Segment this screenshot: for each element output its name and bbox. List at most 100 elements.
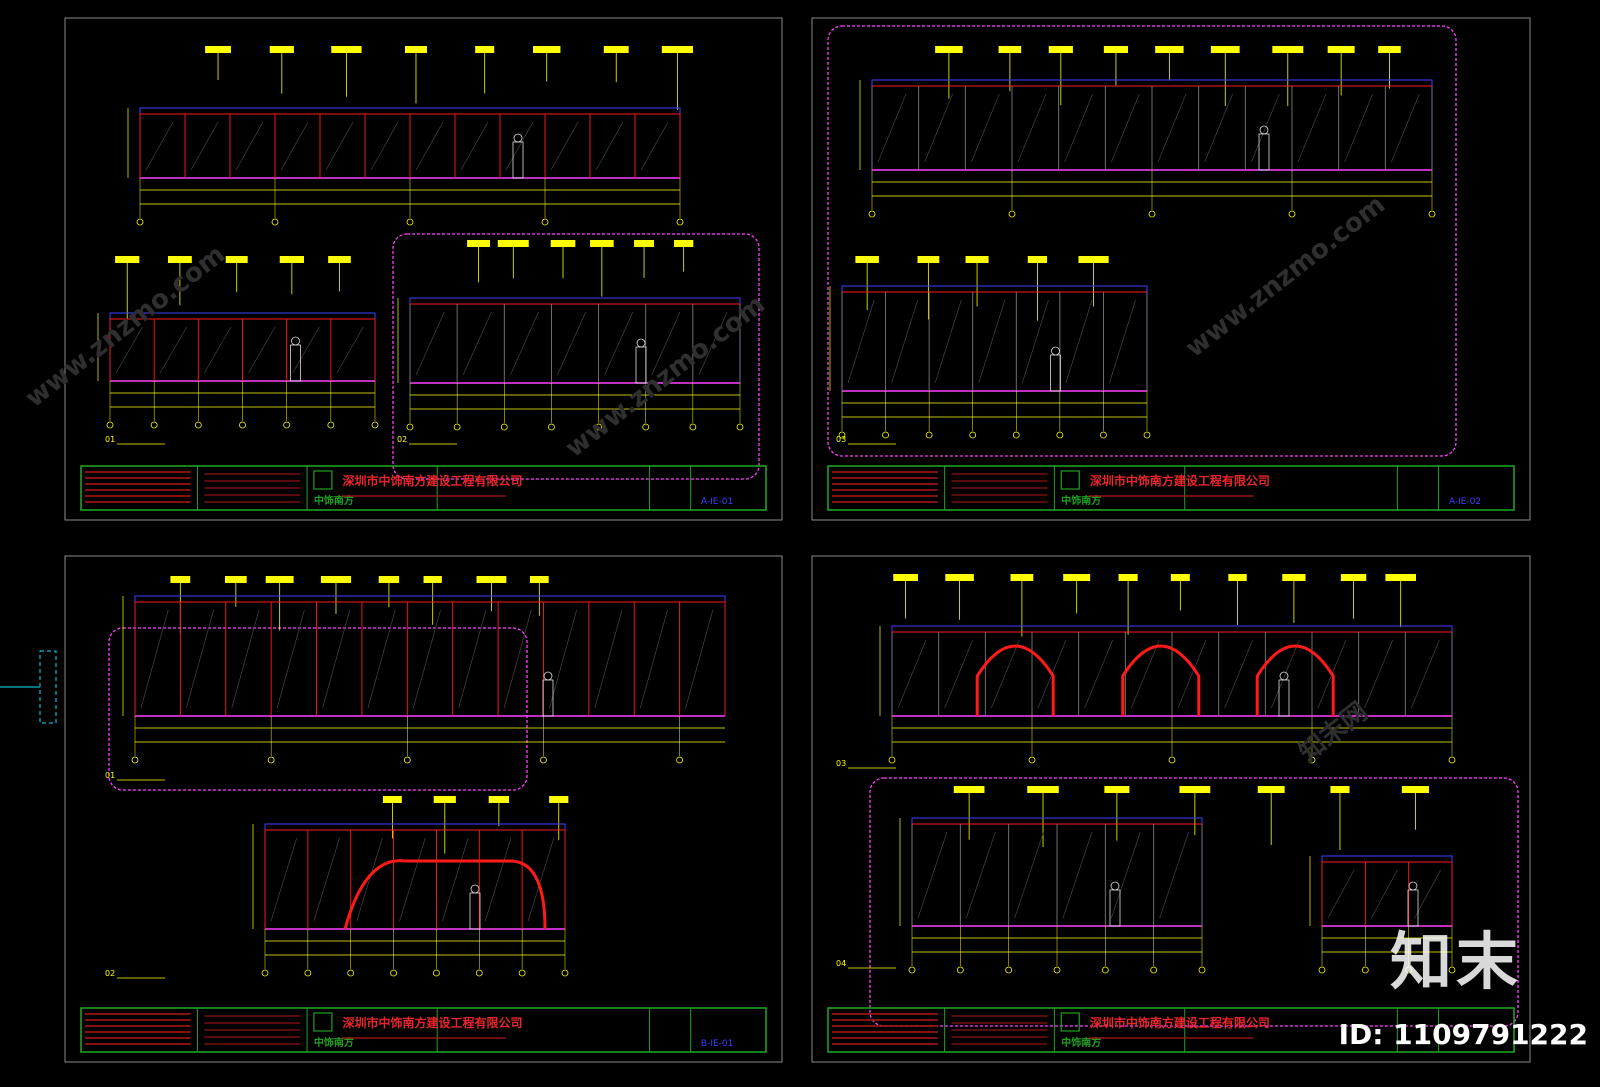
hatch-line: [399, 837, 426, 922]
hatch-line: [891, 299, 919, 384]
hatch-line: [1084, 639, 1113, 709]
material-tag: [1179, 786, 1211, 793]
material-tag: [167, 256, 192, 263]
title-block: [827, 465, 1515, 511]
hatch-line: [1131, 639, 1160, 709]
grid-axis-bubble: [736, 423, 744, 431]
elevation-outline: [841, 285, 1148, 392]
hatch-line: [991, 639, 1020, 709]
human-figure-head: [1259, 125, 1269, 135]
hatch-line: [651, 311, 681, 376]
grid-axis-bubble: [261, 969, 269, 977]
view-label: 03: [836, 435, 846, 444]
hatch-line: [1157, 93, 1187, 163]
material-tag: [1378, 46, 1401, 53]
company-name: 深圳市中饰南方建设工程有限公司: [342, 473, 522, 488]
grid-axis-bubble: [390, 969, 397, 977]
material-tag: [550, 240, 576, 247]
grid-axis-bubble: [500, 423, 508, 431]
grid-axis-bubble: [1168, 756, 1176, 764]
hatch-line: [1159, 831, 1189, 919]
material-tag: [423, 576, 442, 583]
material-tag: [170, 576, 191, 583]
sheet-frame: [64, 17, 783, 521]
hatch-line: [1411, 639, 1440, 709]
grid-axis-bubble: [838, 431, 846, 439]
hatch-line: [462, 311, 492, 376]
view-label: 01: [105, 435, 115, 444]
elevation-outline: [264, 823, 566, 930]
grid-axis-bubble: [1448, 756, 1456, 764]
material-tag: [855, 256, 879, 263]
hatch-line: [1391, 93, 1420, 163]
arch-opening: [1121, 644, 1201, 716]
hatch-line: [1251, 93, 1280, 163]
grid-axis-bubble: [908, 966, 916, 974]
material-tag: [224, 576, 247, 583]
human-figure-body: [290, 344, 301, 382]
hatch-line: [934, 299, 962, 384]
hatch-line: [186, 609, 214, 709]
hatch-line: [1065, 299, 1093, 384]
hatch-line: [897, 639, 927, 709]
human-figure-head: [1110, 881, 1120, 891]
title-block: [80, 465, 767, 511]
hatch-line: [370, 121, 399, 171]
grid-axis-bubble: [642, 423, 650, 431]
material-tag: [603, 46, 629, 53]
view-label: 02: [105, 969, 115, 978]
grid-axis-bubble: [194, 421, 202, 429]
material-tag: [467, 240, 491, 247]
sheet-frame: [64, 555, 783, 1063]
hatch-line: [944, 639, 973, 709]
company-logo-mark: [1060, 470, 1080, 490]
revision-cloud: [392, 233, 760, 480]
grid-axis-bubble: [1056, 431, 1064, 439]
revision-cloud: [869, 777, 1519, 1027]
view-label: 03: [836, 759, 846, 768]
hatch-line: [356, 837, 383, 922]
material-tag: [205, 46, 231, 53]
hatch-line: [159, 326, 187, 374]
grid-axis-bubble: [271, 218, 279, 226]
grid-axis-bubble: [548, 423, 555, 431]
grid-axis-bubble: [969, 431, 977, 439]
company-logo-text: 中饰南方: [314, 1036, 354, 1049]
hatch-line: [412, 609, 441, 709]
material-tag: [533, 46, 561, 53]
hatch-line: [549, 609, 578, 709]
hatch-line: [847, 299, 875, 384]
hatch-line: [1111, 93, 1140, 163]
section-marker: [39, 650, 57, 724]
grid-axis-bubble: [475, 969, 483, 977]
grid-axis-bubble: [540, 756, 547, 764]
hatch-line: [1297, 93, 1327, 163]
hatch-line: [1204, 93, 1233, 163]
hatch-line: [442, 837, 469, 922]
grid-axis-bubble: [1143, 431, 1151, 439]
human-figure-head: [291, 336, 300, 346]
sheet-number: B-IE-01: [701, 1039, 733, 1049]
material-tag: [1385, 574, 1416, 581]
hatch-line: [1017, 93, 1047, 163]
material-tag: [1103, 46, 1129, 53]
material-tag: [1282, 574, 1306, 581]
material-tag: [1257, 786, 1285, 793]
grid-axis-bubble: [1318, 966, 1326, 974]
material-tag: [382, 796, 402, 803]
material-tag: [1155, 46, 1184, 53]
grid-axis-bubble: [518, 969, 526, 977]
grid-axis-bubble: [453, 423, 461, 431]
hatch-line: [458, 609, 487, 709]
grid-axis-bubble: [1100, 431, 1107, 439]
human-figure-body: [512, 141, 524, 179]
material-tag: [265, 576, 294, 583]
hatch-line: [292, 326, 320, 374]
revision-cloud: [108, 627, 528, 791]
material-tag: [378, 576, 400, 583]
grid-axis-bubble: [239, 421, 246, 429]
grid-axis-bubble: [283, 421, 291, 429]
